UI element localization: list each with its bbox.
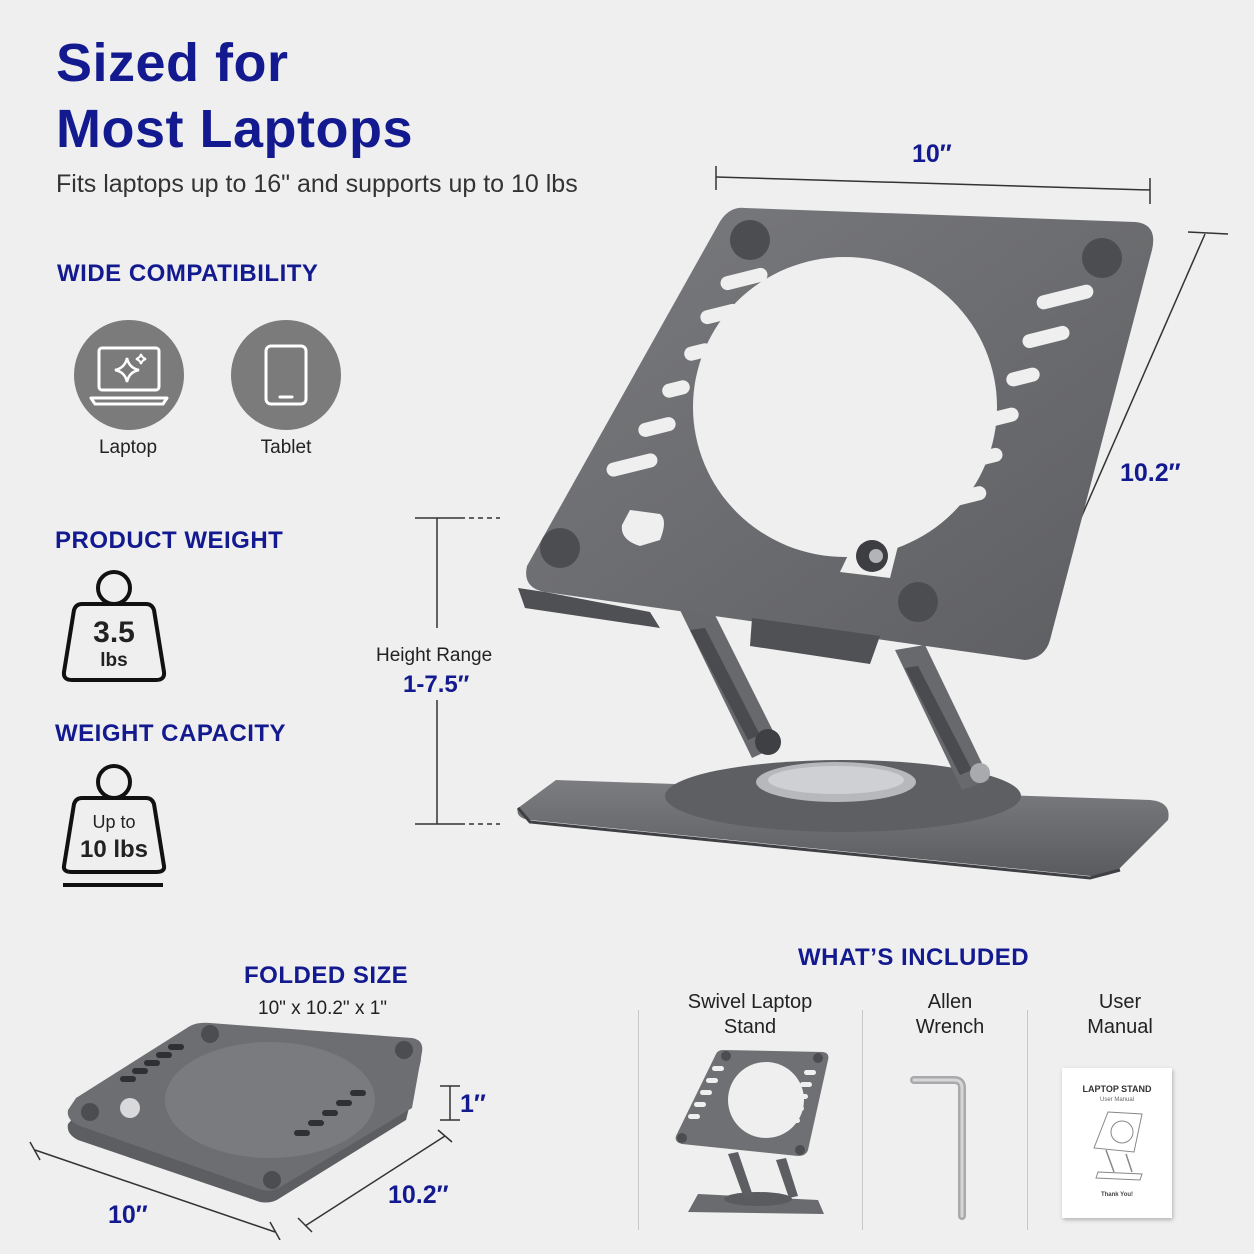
included-item-manual-line1: User bbox=[1098, 991, 1142, 1013]
manual-subtitle: User Manual bbox=[1099, 1097, 1134, 1103]
laptop-label: Laptop bbox=[98, 437, 158, 458]
vent-slots-left bbox=[606, 267, 768, 546]
vent-slots-right bbox=[925, 284, 1094, 512]
stand-illustration bbox=[415, 166, 1229, 880]
tablet-icon bbox=[231, 320, 341, 430]
title-line-2: Most Laptops bbox=[56, 99, 413, 159]
included-item-stand: Swivel Laptop Stand bbox=[670, 990, 830, 1040]
divider bbox=[638, 1010, 639, 1230]
included-item-wrench-line1: Allen bbox=[927, 991, 973, 1013]
height-range-label: Height Range bbox=[376, 645, 493, 666]
page-subtitle: Fits laptops up to 16" and supports up t… bbox=[56, 170, 578, 198]
product-weight-heading: PRODUCT WEIGHT bbox=[55, 527, 284, 554]
manual-title: LAPTOP STAND bbox=[1082, 1084, 1152, 1094]
included-stand-image bbox=[675, 1050, 829, 1214]
manual-footer: Thank You! bbox=[1100, 1192, 1134, 1198]
title-line-1: Sized for bbox=[56, 33, 289, 93]
weight-capacity-line1: Up to bbox=[92, 812, 136, 832]
product-weight-unit: lbs bbox=[100, 650, 128, 671]
included-item-wrench-line2: Wrench bbox=[915, 1016, 985, 1038]
weight-capacity-icon bbox=[60, 762, 170, 887]
stand-width-label: 10″ bbox=[912, 140, 952, 168]
tablet-label: Tablet bbox=[260, 437, 312, 458]
divider bbox=[1027, 1010, 1028, 1230]
manual-stand-drawing bbox=[1093, 1111, 1143, 1181]
weight-capacity-line2: 10 lbs bbox=[79, 836, 149, 863]
product-weight-icon bbox=[60, 568, 170, 688]
folded-thickness-label: 1″ bbox=[460, 1090, 486, 1118]
included-item-stand-line2: Stand bbox=[723, 1016, 777, 1038]
folded-heading: FOLDED SIZE bbox=[244, 962, 409, 989]
height-dimension-line bbox=[415, 517, 500, 825]
allen-wrench-image bbox=[910, 1076, 966, 1220]
included-item-wrench: Allen Wrench bbox=[880, 990, 1020, 1040]
product-weight-value: 3.5 bbox=[93, 616, 135, 649]
included-item-stand-line1: Swivel Laptop bbox=[687, 991, 813, 1013]
folded-width-label: 10″ bbox=[108, 1201, 148, 1229]
divider bbox=[862, 1010, 863, 1230]
included-heading: WHAT’S INCLUDED bbox=[798, 944, 1030, 971]
folded-size-text: 10" x 10.2" x 1" bbox=[258, 998, 388, 1019]
laptop-icon bbox=[74, 320, 184, 430]
folded-depth-label: 10.2″ bbox=[388, 1181, 449, 1209]
folded-stand-illustration bbox=[29, 1022, 460, 1240]
page-title: Sized for Most Laptops bbox=[56, 30, 413, 162]
stand-depth-label: 10.2″ bbox=[1120, 459, 1181, 487]
width-dimension-line bbox=[715, 166, 1151, 204]
weight-capacity-heading: WEIGHT CAPACITY bbox=[55, 720, 287, 747]
height-range-value: 1-7.5″ bbox=[403, 671, 470, 698]
compatibility-heading: WIDE COMPATIBILITY bbox=[57, 260, 319, 287]
user-manual-image: LAPTOP STAND User Manual Thank You! bbox=[1062, 1068, 1172, 1218]
cooling-hole bbox=[693, 257, 997, 557]
included-item-manual-line2: Manual bbox=[1087, 1016, 1153, 1038]
included-item-manual: User Manual bbox=[1050, 990, 1190, 1040]
